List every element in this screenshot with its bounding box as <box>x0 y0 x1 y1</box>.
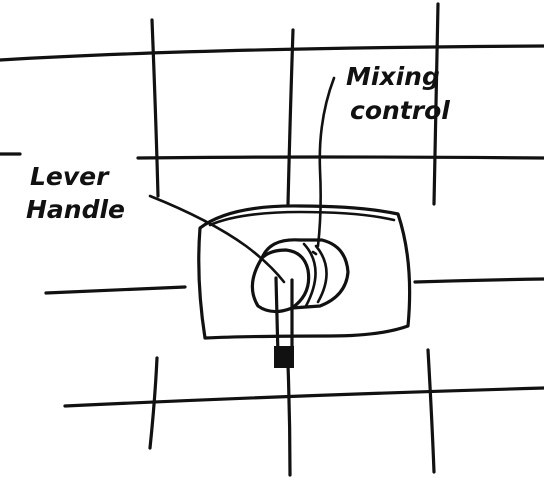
grid-line-h1 <box>0 46 544 60</box>
lever-arm <box>276 278 292 356</box>
lever-tip <box>275 347 293 367</box>
grid-line-h2 <box>0 154 544 158</box>
grid-line-h3-left <box>46 287 185 293</box>
grid-line-v2-bottom <box>288 365 290 475</box>
trim-plate-outer <box>199 206 410 338</box>
grid-line-v1-top <box>152 20 158 196</box>
knob-ridge-1 <box>316 246 327 302</box>
tile-grid <box>0 4 544 475</box>
grid-line-v3-bottom <box>428 350 434 472</box>
grid-line-h4 <box>65 388 544 406</box>
label-lever-line1: Lever <box>30 162 110 191</box>
label-lever-line2: Handle <box>26 195 125 224</box>
trim-plate-inner <box>210 212 394 225</box>
leader-lines <box>150 78 334 282</box>
grid-line-h3-right <box>415 279 544 282</box>
trim-plate <box>199 206 410 338</box>
leader-mixing-control <box>318 78 334 246</box>
callout-labels: Mixing control Lever Handle <box>26 62 450 224</box>
label-mixing-line1: Mixing <box>346 62 440 91</box>
grid-line-v2-top <box>288 30 293 204</box>
label-mixing-line2: control <box>350 96 450 125</box>
knob-dot <box>313 252 316 254</box>
